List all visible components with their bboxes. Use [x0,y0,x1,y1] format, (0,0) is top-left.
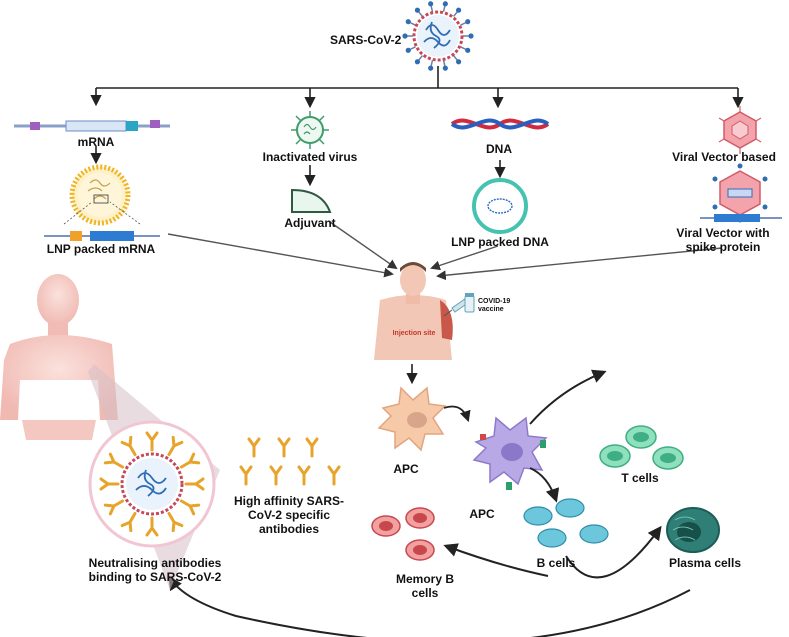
memory-b-cells-icon [371,507,435,561]
b-cells-to-plasma-arrow [565,525,662,579]
spike-protein-icon [413,53,426,67]
antibody-icon [277,437,291,458]
apc-to-b-cells-arrow [529,467,560,503]
dna-helix-icon [450,118,550,130]
viral-vector-icon [718,106,762,154]
spike-protein-icon [458,43,472,55]
antibody-icon [297,465,311,486]
spike-protein-icon [426,0,436,13]
t-cells-icon [599,425,684,470]
sars-cov-2-virus-icon [401,0,475,73]
spike-protein-icon [462,32,475,40]
plasma-cells-label: Plasma cells [668,556,742,570]
neutralising-zoom-circle [88,420,216,548]
plasma-to-neutralising-arrow [168,575,691,637]
b-cells-icon [523,498,609,548]
mrna-strand-icon [14,120,170,132]
antibody-icon [247,437,261,458]
b-cells-to-memory-arrow [443,543,549,577]
viral-vector-label: Viral Vector based [672,150,776,164]
inactivated-virus-label: Inactivated virus [262,150,358,164]
spike-protein-icon [404,17,418,29]
plasma-cell-icon [666,507,720,553]
dna-label: DNA [486,142,512,156]
lnp-mrna-label: LNP packed mRNA [46,242,156,256]
spike-protein-icon [426,59,436,73]
t-cells-label: T cells [621,471,659,485]
viral-vector-spike-label: Viral Vector with spike protein [676,226,770,254]
apc-activated-label: APC [469,507,495,521]
lnp-dna-icon [472,178,528,234]
neutralising-antibodies-label: Neutralising antibodies binding to SARS-… [88,556,222,584]
adjuvant-label: Adjuvant [284,216,336,230]
antibodies-icon [239,437,341,486]
antibody-icon [305,437,319,458]
lnp-dna-label: LNP packed DNA [451,235,549,249]
apc-to-t-cells-arrow [529,369,607,425]
antibody-icon [269,465,283,486]
antibody-icon [327,465,341,486]
virus-title: SARS-CoV-2 [330,33,402,47]
platform-tree-connector [90,66,744,109]
viral-vector-spike-icon [712,163,768,223]
inactivated-virus-icon [291,111,329,149]
lnp-mrna-icon [69,164,131,226]
human-body-figure [0,274,118,440]
b-cells-label: B cells [536,556,576,570]
apc-label: APC [393,462,419,476]
injection-site-label: Injection site [392,330,436,337]
vaccinated-person-figure [374,262,453,360]
mrna-label: mRNA [77,135,115,149]
vaccine-vial-icon [464,293,475,313]
platform-to-injection-arrows [167,221,723,281]
spike-protein-icon [440,0,450,13]
antibody-icon [239,465,253,486]
spike-protein-icon [440,59,450,73]
high-affinity-antibodies-label: High affinity SARS-CoV-2 specific antibo… [234,494,344,536]
mrna-construct-icon [44,201,160,241]
memory-b-cells-label: Memory B cells [395,572,454,600]
apc-activated-cell-icon [472,416,548,490]
covid-vaccine-label: COVID-19 vaccine [478,298,511,313]
viral-vector-construct-icon [700,214,782,222]
apc-cell-icon [377,386,447,452]
adjuvant-icon [291,188,332,213]
spike-protein-icon [450,5,463,19]
